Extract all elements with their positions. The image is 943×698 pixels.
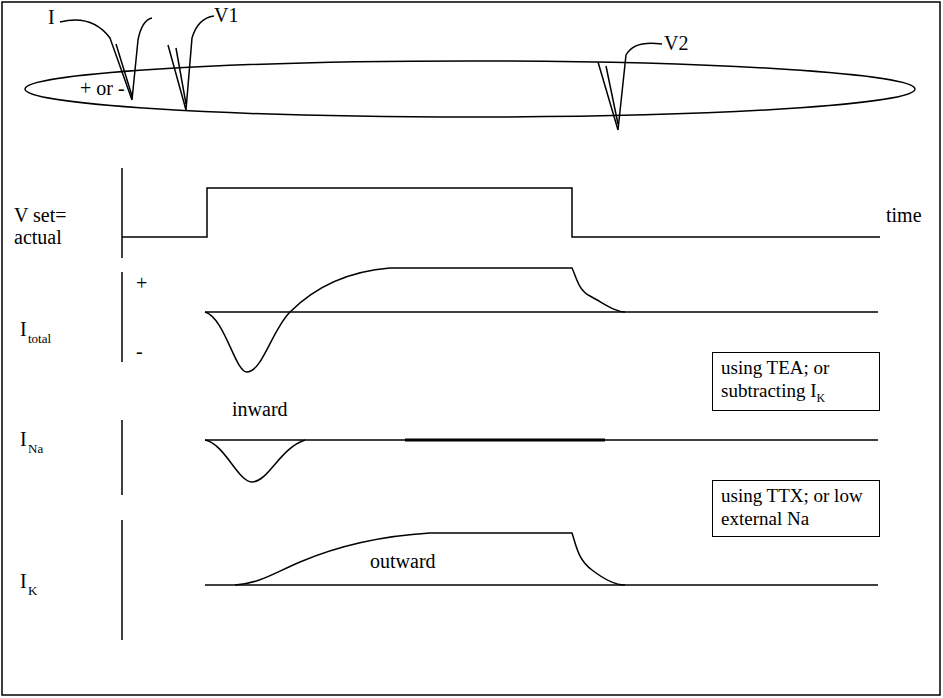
subscript-label: Na: [28, 442, 43, 456]
subscript-label: K: [28, 584, 37, 598]
axis: [121, 272, 123, 362]
trace-label: V2: [664, 32, 688, 54]
polarity-label: + or -: [80, 77, 125, 100]
sodium-flat: [405, 439, 605, 442]
voltage-step-trace: [122, 188, 880, 237]
trace-label: I: [20, 428, 27, 450]
subscript: K: [817, 391, 826, 405]
subscript-label: total: [28, 332, 51, 346]
trace-label: I: [20, 318, 27, 340]
axis: [121, 520, 123, 640]
axis: [121, 420, 123, 495]
trace-label: I: [20, 570, 27, 592]
trace-label: time: [886, 204, 922, 226]
potassium-current-trace: [235, 533, 625, 585]
baseline: [205, 584, 878, 586]
axon-outline: [25, 61, 915, 117]
sodium-current-trace: [205, 440, 305, 482]
voltage-electrode-2: [598, 43, 662, 130]
current-electrode: [60, 18, 152, 100]
total-current-trace: [205, 268, 625, 372]
trace-label: outward: [370, 550, 436, 572]
voltage-electrode-2-inner: [606, 66, 618, 124]
method-text: using TTX; or low external Na: [721, 485, 863, 529]
box-text: using TEA; or subtracting IK: [721, 357, 871, 405]
trace-label: V1: [214, 4, 238, 26]
trace-label: -: [136, 340, 143, 362]
voltage-electrode-1: [168, 16, 214, 110]
method-text: using TEA; or subtracting I: [721, 357, 829, 401]
axis: [121, 168, 123, 258]
baseline: [205, 311, 878, 313]
box-text: using TTX; or low external Na: [721, 485, 871, 531]
trace-label: I: [48, 6, 55, 28]
method-box: using TEA; or subtracting IK: [712, 352, 880, 411]
method-box: using TTX; or low external Na: [712, 480, 880, 537]
axon-region: + or -: [25, 61, 915, 117]
trace-label: +: [136, 272, 147, 294]
trace-label: V set= actual: [14, 204, 94, 248]
baseline: [205, 439, 878, 441]
voltage-electrode-1-inner: [176, 48, 186, 104]
trace-label: inward: [232, 398, 288, 420]
